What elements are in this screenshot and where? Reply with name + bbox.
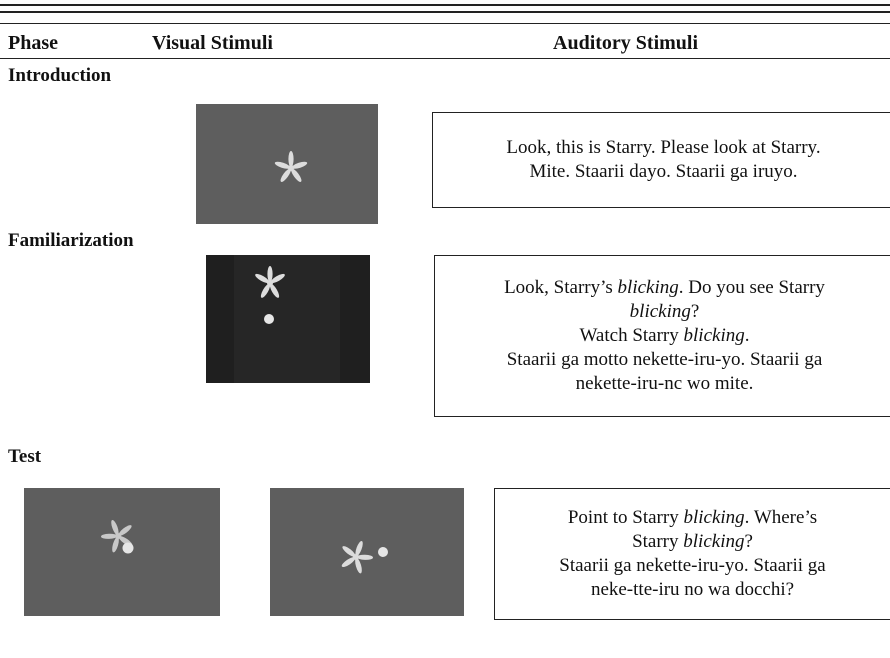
starry-figure-icon: [341, 540, 373, 574]
ball-icon: [378, 547, 388, 557]
section-title-familiarization: Familiarization: [8, 230, 134, 251]
test-line-2-verb: blicking: [683, 531, 745, 552]
familiarization-auditory-line-4: Staarii ga motto nekette-iru-yo. Staarii…: [506, 349, 823, 370]
introduction-stimulus-image: [196, 104, 378, 224]
familiarization-auditory-line-3: Watch Starry blicking.: [580, 324, 750, 348]
familiarization-line-1-end: . Do you see Starry: [678, 277, 825, 298]
familiarization-line-2-verb: blicking: [629, 301, 691, 322]
test-stimulus-image-left: [24, 488, 220, 616]
ball-icon: [264, 314, 274, 324]
table-top-rule-2: [0, 11, 890, 13]
test-auditory-line-2: Starry blicking?: [632, 530, 753, 554]
starry-figure-icon: [274, 151, 308, 182]
test-auditory-line-1: Point to Starry blicking. Where’s: [568, 506, 817, 530]
test-line-1-end: . Where’s: [744, 507, 818, 528]
ball-icon: [122, 542, 134, 554]
familiarization-auditory-line-5: nekette-iru-nc wo mite.: [575, 373, 754, 394]
test-stimulus-image-right: [270, 488, 464, 616]
test-line-2-text: Starry: [632, 531, 684, 552]
test-auditory-box: Point to Starry blicking. Where’s Starry…: [494, 488, 890, 620]
header-phase: Phase: [8, 32, 58, 54]
section-title-test: Test: [8, 446, 42, 467]
familiarization-line-3-verb: blicking: [683, 325, 745, 346]
header-visual-stimuli: Visual Stimuli: [152, 32, 273, 54]
test-line-1-text: Point to Starry: [567, 507, 684, 528]
header-rule: [0, 58, 890, 59]
familiarization-auditory-box: Look, Starry’s blicking. Do you see Star…: [434, 255, 890, 417]
introduction-auditory-line-1: Look, this is Starry. Please look at Sta…: [506, 137, 821, 158]
table-top-rule-3: [0, 23, 890, 24]
test-auditory-line-3: Staarii ga nekette-iru-yo. Staarii ga: [559, 555, 826, 576]
familiarization-auditory-line-1: Look, Starry’s blicking. Do you see Star…: [504, 276, 825, 300]
test-line-2-end: ?: [744, 531, 753, 552]
test-auditory-line-4: neke-tte-iru no wa docchi?: [590, 579, 795, 600]
familiarization-stimulus-image: [206, 255, 370, 383]
familiarization-line-2-end: ?: [690, 301, 700, 322]
introduction-auditory-line-2: Mite. Staarii dayo. Staarii ga iruyo.: [529, 161, 798, 182]
familiarization-line-3-end: .: [744, 325, 750, 346]
introduction-auditory-box: Look, this is Starry. Please look at Sta…: [432, 112, 890, 208]
familiarization-line-1-text: Look, Starry’s: [504, 277, 618, 298]
familiarization-auditory-line-2: blicking?: [630, 300, 700, 324]
test-line-1-verb: blicking: [683, 507, 745, 528]
starry-figure-icon: [255, 266, 285, 298]
header-auditory-stimuli: Auditory Stimuli: [553, 32, 699, 54]
section-title-introduction: Introduction: [8, 65, 112, 86]
familiarization-line-1-verb: blicking: [617, 277, 679, 298]
familiarization-line-3-text: Watch Starry: [579, 325, 684, 346]
table-top-rule-1: [0, 4, 890, 6]
